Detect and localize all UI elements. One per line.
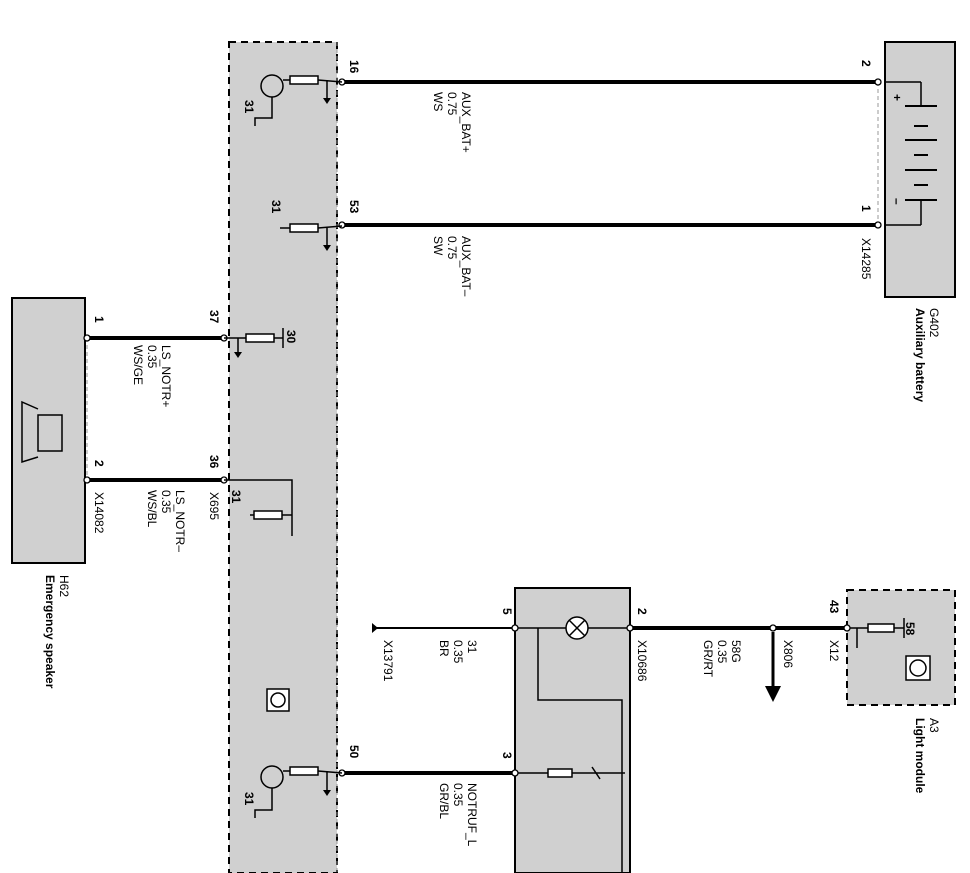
battery-name: Auxiliary battery: [913, 308, 927, 402]
speaker-pin-1: 1: [92, 316, 106, 323]
x806-arrow-icon: [765, 632, 781, 702]
light-module-id: A3: [927, 718, 941, 733]
speaker-pin-2: 2: [92, 460, 106, 467]
connection-points: [83, 78, 882, 777]
connector-x10686: X10686: [635, 640, 649, 682]
light-module-pin-43: 43: [827, 600, 841, 614]
battery-minus-sign: –: [890, 198, 904, 205]
arrow-37: [234, 352, 242, 358]
module-unit-icon: [266, 688, 290, 712]
wire-aux-bat-minus-gauge: 0.75: [445, 236, 459, 260]
module-circuit-16: [254, 74, 343, 126]
speaker-id: H62: [57, 575, 71, 597]
wire-ls-minus-color: WS/BL: [145, 490, 159, 528]
wire-ls-plus-signal: LS_NOTR+: [159, 345, 173, 407]
module-circuit-50: [254, 765, 343, 818]
ground-end-icon: [372, 623, 378, 633]
ground-label-50: 31: [242, 792, 256, 806]
control-module-box: [228, 41, 338, 873]
lamp-pin-5: 5: [500, 608, 514, 615]
lamp-pin-3: 3: [500, 752, 514, 759]
battery-plus-sign: +: [890, 94, 904, 101]
wire-ls-minus-signal: LS_NOTR–: [173, 490, 187, 552]
light-module-name: Light module: [913, 718, 927, 794]
speaker-name: Emergency speaker: [43, 575, 57, 689]
battery-pin-2: 2: [859, 60, 873, 67]
connector-x695: X695: [207, 492, 221, 520]
pin-50: 50: [347, 745, 361, 759]
wire-notruf-color: GR/BL: [437, 783, 451, 819]
battery-id: G402: [927, 308, 941, 338]
connector-x806: X806: [781, 640, 795, 668]
lamp-internal-wiring: [515, 627, 630, 873]
wire-aux-bat-plus-color: WS: [431, 92, 445, 111]
pin-37: 37: [207, 310, 221, 324]
wire-aux-bat-plus-gauge: 0.75: [445, 92, 459, 116]
battery-pin-1: 1: [859, 205, 873, 212]
wire-notruf-signal: NOTRUF_L: [465, 783, 479, 847]
wire-58g-color: GR/RT: [701, 640, 715, 678]
connector-x13791: X13791: [381, 640, 395, 682]
module-circuit-37: [224, 328, 284, 355]
speaker-icon: [21, 400, 63, 464]
ground-label-36: 31: [229, 490, 243, 504]
wire-31-signal: 31: [465, 640, 479, 654]
connector-x14082: X14082: [92, 492, 106, 534]
connector-x14285: X14285: [859, 238, 873, 280]
speaker-box: [11, 297, 86, 564]
wire-aux-bat-minus-signal: AUX_BAT–: [459, 236, 473, 297]
pin-36: 36: [207, 455, 221, 469]
wire-aux-bat-plus-signal: AUX_BAT+: [459, 92, 473, 153]
connector-x12: X12: [827, 640, 841, 662]
arrow-16: [323, 98, 331, 104]
wire-31-gauge: 0.35: [451, 640, 465, 664]
wire-ls-plus-gauge: 0.35: [145, 345, 159, 369]
light-module-term-58: 58: [903, 622, 917, 636]
arrow-50: [323, 790, 331, 796]
lamp-icon: [565, 616, 589, 640]
wire-58g-gauge: 0.35: [715, 640, 729, 664]
light-module-box: [846, 589, 956, 706]
module-circuit-36: [224, 479, 293, 536]
wire-ls-plus-color: WS/GE: [131, 345, 145, 385]
wire-58g-signal: 58G: [729, 640, 743, 663]
lamp-pin-2: 2: [635, 608, 649, 615]
module-circuit-53: [280, 223, 343, 247]
pin-53: 53: [347, 200, 361, 214]
wire-aux-bat-minus-color: SW: [431, 236, 445, 256]
wire-notruf-gauge: 0.35: [451, 783, 465, 807]
ground-label-16: 31: [242, 100, 256, 114]
term-label-30: 30: [284, 330, 298, 344]
arrow-53: [323, 245, 331, 251]
wire-ls-minus-gauge: 0.35: [159, 490, 173, 514]
wire-lines: [87, 80, 878, 775]
ground-label-53: 31: [269, 200, 283, 214]
wire-31-color: BR: [437, 640, 451, 657]
battery-cells-icon: [885, 81, 937, 226]
control-unit-icon: [905, 655, 931, 681]
pin-16: 16: [347, 60, 361, 74]
